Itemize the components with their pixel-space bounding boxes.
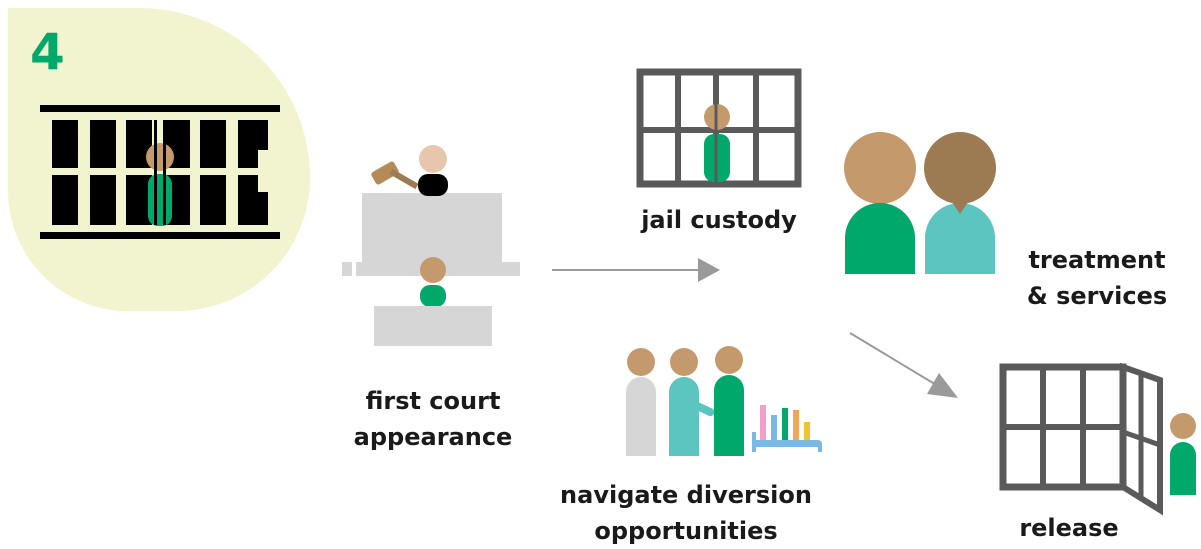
jail-cell-icon: [40, 105, 280, 239]
label-line: first court: [365, 387, 501, 415]
open-cell-door-icon: [999, 362, 1196, 516]
arrow-to-release: [849, 332, 958, 398]
label-jail-custody: jail custody: [641, 206, 797, 234]
judge-bench-icon: [342, 145, 520, 346]
jail-custody-icon: [636, 68, 802, 188]
step-badge: [8, 8, 310, 311]
bar-chart-icon: [752, 405, 822, 452]
diversion-team-icon: [626, 346, 744, 456]
label-line: navigate diversion: [560, 481, 812, 509]
treatment-people-icon: [844, 132, 996, 274]
label-line: & services: [1026, 282, 1168, 310]
label-release: release: [1019, 514, 1119, 542]
label-first-court-appearance: first court appearance: [332, 383, 534, 455]
arrow-to-jail: [552, 258, 720, 282]
label-navigate-diversion: navigate diversion opportunities: [536, 477, 836, 549]
gavel-icon: [371, 161, 419, 190]
label-line: treatment: [1028, 246, 1166, 274]
step-number: 4: [30, 23, 65, 81]
label-treatment-services: treatment & services: [1006, 242, 1188, 314]
label-line: opportunities: [594, 517, 778, 545]
label-line: appearance: [353, 423, 513, 451]
